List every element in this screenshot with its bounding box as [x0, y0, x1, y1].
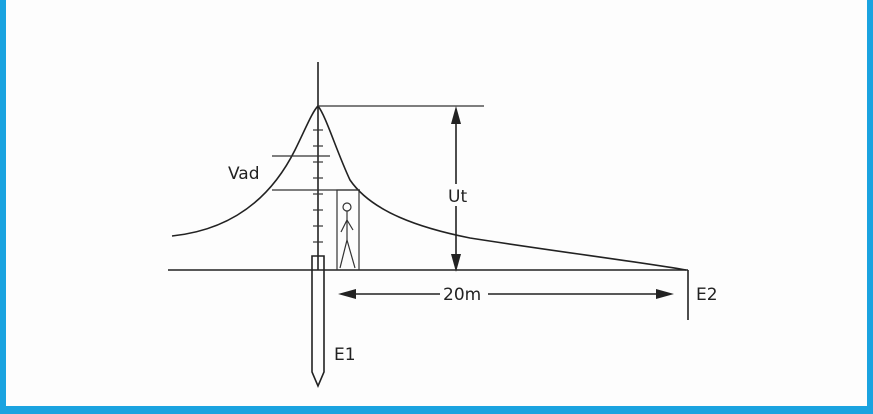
ut-arrow-head-top [451, 106, 461, 124]
ut-label-bg [446, 184, 468, 206]
potential-curve [171, 104, 687, 271]
ut-arrow-head-bottom [451, 254, 461, 272]
distance-arrow-head-left [338, 289, 356, 299]
ut-label: Ut [448, 187, 467, 207]
person-figure [339, 202, 356, 269]
pole-ticks [313, 129, 323, 243]
person-box [336, 189, 360, 271]
distance-arrow-head-right [656, 289, 674, 299]
vad-label: Vad [228, 164, 260, 184]
distance-label-bg [440, 284, 488, 304]
distance-label: 20m [443, 285, 481, 305]
e2-label: E2 [696, 285, 718, 305]
e1-label: E1 [334, 345, 356, 365]
electrode-e1-rod [311, 255, 325, 389]
